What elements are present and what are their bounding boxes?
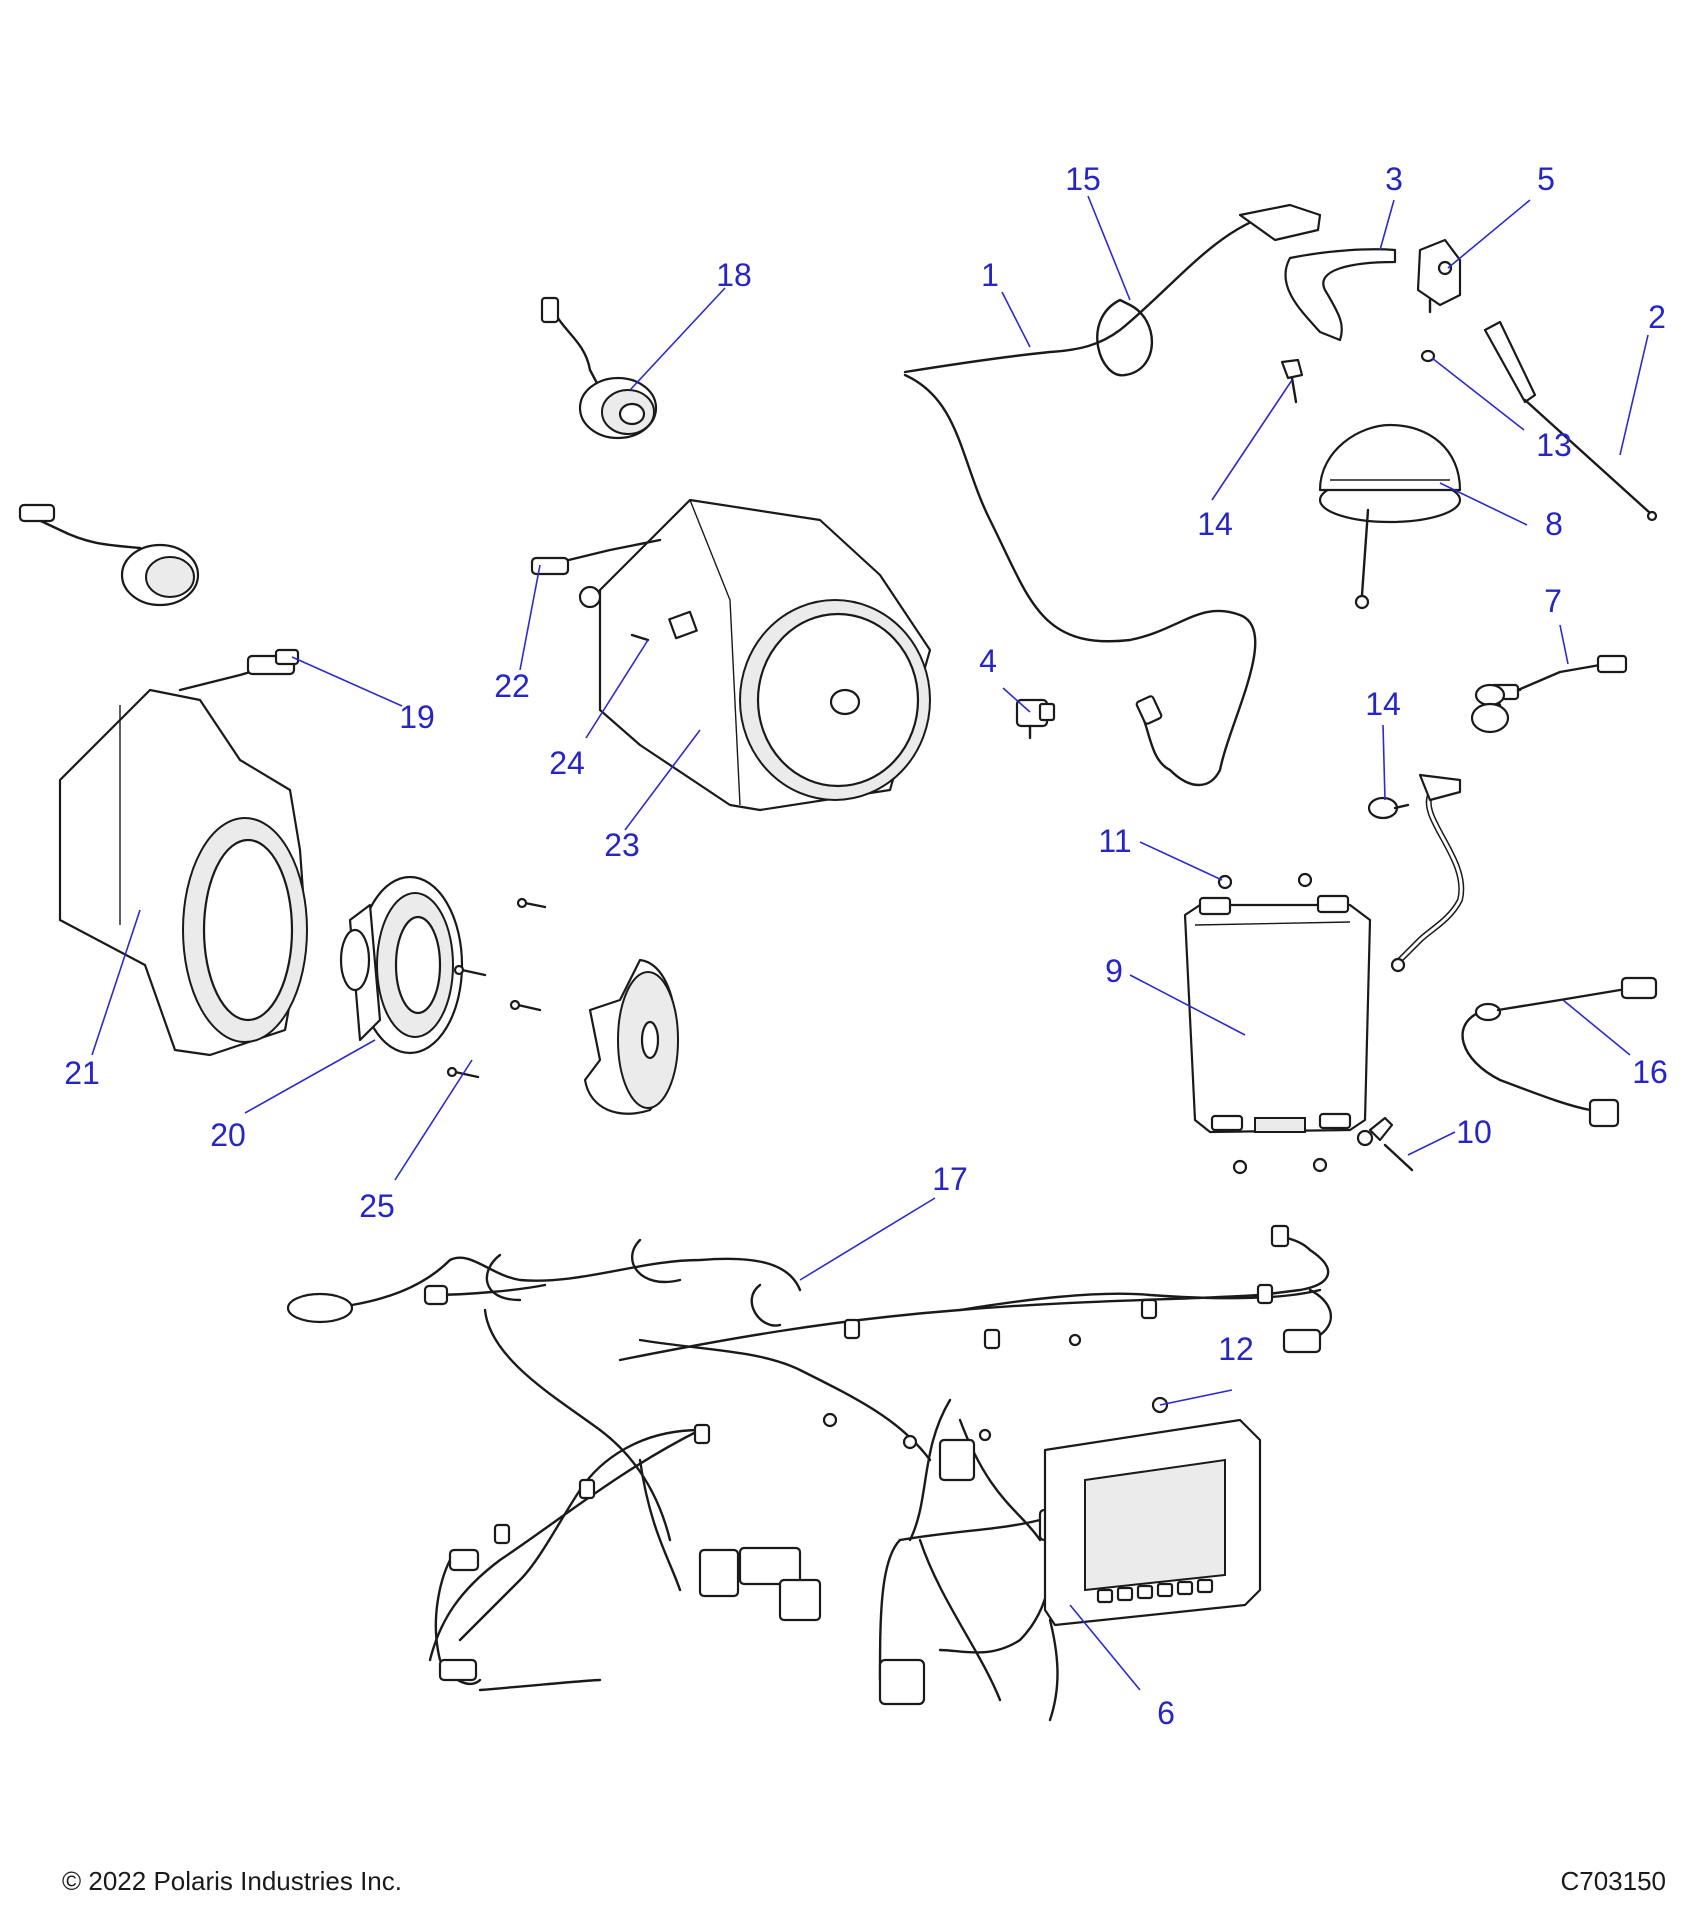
part-antenna-cable-1 <box>903 203 1322 787</box>
callout-11: 11 <box>1098 823 1131 859</box>
callout-13: 13 <box>1536 427 1572 463</box>
part-bolt-14-upper <box>1280 358 1304 404</box>
callout-3: 3 <box>1385 161 1403 197</box>
part-ground-lead-10 <box>1356 1116 1414 1172</box>
callout-4: 4 <box>979 643 997 679</box>
part-washer-13 <box>1420 349 1436 363</box>
callout-labels: 1 2 3 4 5 6 7 8 9 10 11 12 13 14 14 15 1… <box>64 161 1668 1731</box>
part-harness-16 <box>1461 976 1658 1128</box>
part-screws-25 <box>446 897 547 1079</box>
callout-19: 19 <box>399 699 435 735</box>
part-nuts-11 <box>1217 872 1328 1175</box>
callout-14-lower: 14 <box>1365 686 1401 722</box>
part-ground-strap <box>1390 773 1465 973</box>
callout-10: 10 <box>1456 1114 1492 1150</box>
part-speaker-driver-20 <box>339 875 464 1055</box>
part-whip-antenna-2 <box>1483 320 1658 522</box>
drawing-number: C703150 <box>1560 1866 1666 1896</box>
callout-24: 24 <box>549 745 585 781</box>
part-display-6 <box>1043 1418 1262 1627</box>
callout-2: 2 <box>1648 299 1666 335</box>
leader-lines <box>91 195 1649 1691</box>
callout-14-upper: 14 <box>1197 506 1233 542</box>
callout-7: 7 <box>1544 583 1562 619</box>
part-subwoofer-23 <box>530 498 932 812</box>
part-usb-lead-7 <box>1470 654 1628 734</box>
callout-15: 15 <box>1065 161 1101 197</box>
part-speaker-pod-21 <box>58 648 308 1057</box>
callout-20: 20 <box>210 1117 246 1153</box>
part-tweeter-left <box>18 503 200 607</box>
part-antenna-mount-5 <box>1416 238 1462 314</box>
part-speaker-grille <box>583 958 679 1115</box>
part-bolt-14-lower <box>1367 796 1410 820</box>
callout-25: 25 <box>359 1188 395 1224</box>
callout-12: 12 <box>1218 1331 1254 1367</box>
callout-6: 6 <box>1157 1695 1175 1731</box>
callout-17: 17 <box>932 1161 968 1197</box>
callout-22: 22 <box>494 668 530 704</box>
callout-18: 18 <box>716 257 752 293</box>
part-amplifier-9 <box>1183 894 1372 1134</box>
copyright-notice: © 2022 Polaris Industries Inc. <box>62 1866 402 1896</box>
callout-1: 1 <box>981 257 999 293</box>
callout-23: 23 <box>604 827 640 863</box>
callout-16: 16 <box>1632 1054 1668 1090</box>
callout-8: 8 <box>1545 506 1563 542</box>
callout-5: 5 <box>1537 161 1555 197</box>
part-bracket-3 <box>1284 248 1397 342</box>
callout-9: 9 <box>1105 953 1123 989</box>
part-gps-puck-8 <box>1318 423 1462 610</box>
callout-21: 21 <box>64 1055 100 1091</box>
part-tweeter-18 <box>540 296 658 440</box>
